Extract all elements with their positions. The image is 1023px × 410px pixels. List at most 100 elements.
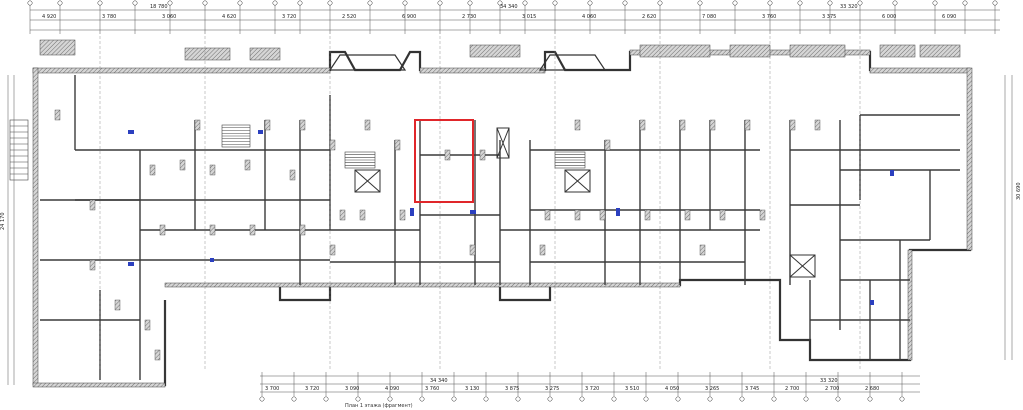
- bottom-segment-dim: 4 050: [665, 386, 679, 392]
- partition-stub: [209, 164, 216, 176]
- axis-bubble: [739, 396, 745, 402]
- bottom-segment-dim: 2 680: [865, 386, 879, 392]
- axis-bubble: [451, 396, 457, 402]
- partition-stub: [544, 209, 551, 221]
- bottom-segment-dim: 3 275: [545, 386, 559, 392]
- axis-bubble: [497, 0, 503, 6]
- partition-stub: [709, 119, 716, 131]
- partition-stub: [339, 209, 346, 221]
- axis-bubble: [402, 0, 408, 6]
- top-segment-dim: 4 060: [582, 14, 596, 20]
- bottom-segment-dim: 3 265: [705, 386, 719, 392]
- axis-bubble: [132, 0, 138, 6]
- partition-stubs: [54, 109, 821, 361]
- partition-stub: [244, 159, 251, 171]
- top-segment-dim: 6 000: [882, 14, 896, 20]
- bottom-segment-dim: 3 510: [625, 386, 639, 392]
- top-overall-right-dim: 33 320: [840, 4, 858, 10]
- axis-bubble: [547, 396, 553, 402]
- axis-bubble: [899, 396, 905, 402]
- axis-bubble: [419, 396, 425, 402]
- partition-stub: [299, 119, 306, 131]
- bottom-segment-dim: 4 090: [385, 386, 399, 392]
- blue-markers: [128, 130, 894, 305]
- staircase-right: [9, 119, 29, 181]
- partition-stub: [149, 164, 156, 176]
- partition-stub: [814, 119, 821, 131]
- axis-bubble: [387, 396, 393, 402]
- partition-stub: [329, 139, 336, 151]
- top-segment-dim: 3 780: [102, 14, 116, 20]
- right-side-dims: [1004, 75, 1013, 360]
- bottom-axis-ticks: [259, 372, 905, 402]
- partition-stub: [249, 224, 256, 236]
- bottom-segment-dim: 2 700: [785, 386, 799, 392]
- bottom-segment-dim: 3 130: [465, 386, 479, 392]
- staircase-center-left: [344, 151, 376, 169]
- axis-bubble: [643, 396, 649, 402]
- axis-bubble: [622, 0, 628, 6]
- axis-bubble: [587, 0, 593, 6]
- axis-bubble: [579, 396, 585, 402]
- partition-stub: [684, 209, 691, 221]
- partition-stub: [194, 119, 201, 131]
- top-segment-dim: 3 060: [162, 14, 176, 20]
- bottom-segment-dim: 2 700: [825, 386, 839, 392]
- top-segment-dim: 3 720: [282, 14, 296, 20]
- axis-bubble: [892, 0, 898, 6]
- partition-stub: [574, 209, 581, 221]
- partition-stub: [179, 159, 186, 171]
- axis-bubble: [291, 396, 297, 402]
- top-overall-left-dim: 18 780: [150, 4, 168, 10]
- partition-stub: [329, 244, 336, 256]
- partition-stub: [289, 169, 296, 181]
- partition-stub: [699, 244, 706, 256]
- partition-stub: [719, 209, 726, 221]
- partition-stub: [209, 224, 216, 236]
- axis-bubble: [657, 0, 663, 6]
- axis-bubble: [57, 0, 63, 6]
- partition-stub: [114, 299, 121, 311]
- axis-bubble: [797, 0, 803, 6]
- axis-bubble: [437, 0, 443, 6]
- partition-stub: [479, 149, 486, 161]
- partition-stub: [89, 199, 96, 211]
- partition-stub: [159, 224, 166, 236]
- axis-bubble: [675, 396, 681, 402]
- axis-bubble: [327, 0, 333, 6]
- bay-windows: [328, 54, 607, 71]
- partition-stub: [679, 119, 686, 131]
- grid-axes: [99, 36, 861, 370]
- axis-bubble: [767, 0, 773, 6]
- partition-stub: [604, 139, 611, 151]
- highlighted-unit: [414, 119, 474, 203]
- axis-bubble: [707, 396, 713, 402]
- axis-bubble: [259, 396, 265, 402]
- partition-stub: [469, 244, 476, 256]
- axis-bubble: [272, 0, 278, 6]
- axis-bubble: [355, 396, 361, 402]
- axis-bubble: [732, 0, 738, 6]
- axis-bubble: [552, 0, 558, 6]
- bottom-segment-dim: 3 720: [305, 386, 319, 392]
- drawing-caption: План 1 этажа (фрагмент): [345, 403, 413, 409]
- axis-bubble: [827, 0, 833, 6]
- right-overall-dim: 30 690: [1016, 183, 1022, 201]
- axis-bubble: [611, 396, 617, 402]
- axis-bubble: [697, 0, 703, 6]
- staircases: [9, 119, 586, 181]
- top-segment-dim: 6 900: [402, 14, 416, 20]
- partition-stub: [54, 109, 61, 121]
- partition-stub: [639, 119, 646, 131]
- axis-bubble: [771, 396, 777, 402]
- top-segment-dim: 4 620: [222, 14, 236, 20]
- bottom-segment-dim: 3 700: [265, 386, 279, 392]
- axis-bubble: [867, 396, 873, 402]
- top-dimension-lines: [30, 9, 1000, 31]
- axis-bubble: [483, 396, 489, 402]
- axis-bubble: [167, 0, 173, 6]
- bottom-overall-center-dim: 34 340: [430, 378, 448, 384]
